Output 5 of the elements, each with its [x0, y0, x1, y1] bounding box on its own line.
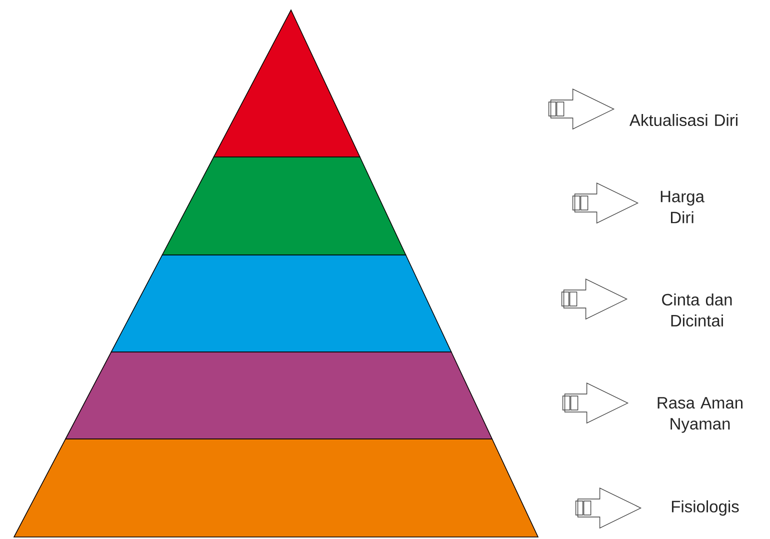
level-label: Fisiologis [672, 500, 739, 516]
level-label: Harga Diri [660, 190, 704, 224]
level-label: Rasa Aman Nyaman [658, 397, 742, 433]
level-label: Cinta dan Dicintai [662, 293, 732, 327]
level-label: Aktualisasi Diri [629, 114, 738, 126]
